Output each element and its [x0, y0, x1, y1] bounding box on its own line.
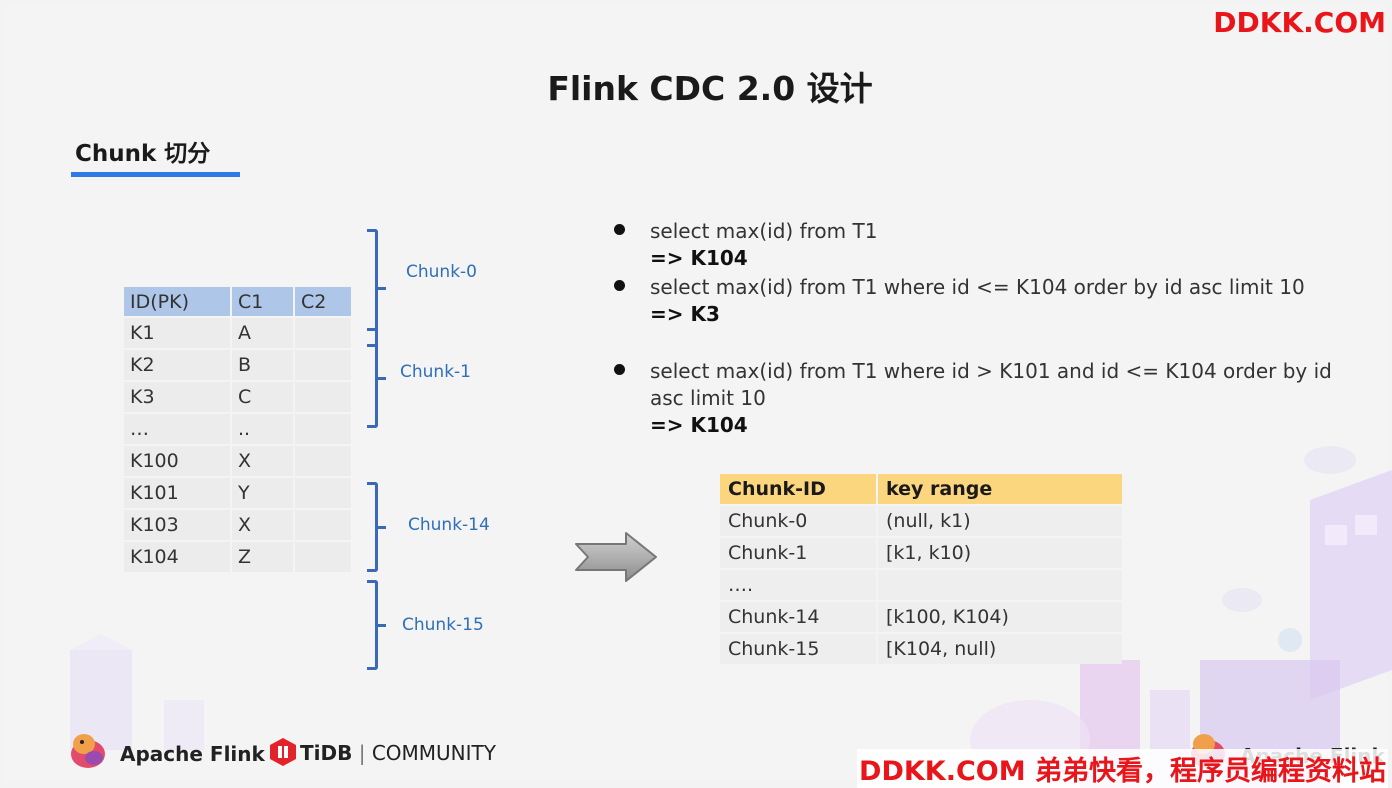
table-row: …..	[124, 414, 351, 444]
cell-id: K104	[124, 542, 230, 572]
cell-key-range: [K104, null)	[878, 634, 1122, 664]
slide-title: Flink CDC 2.0 设计	[547, 69, 873, 108]
header-c1: C1	[232, 287, 293, 316]
apache-flink-logo-icon	[71, 734, 105, 768]
bracket-tick	[377, 526, 386, 529]
cell-c1: X	[232, 446, 293, 476]
cell-chunk-id: ….	[720, 570, 878, 600]
query-result: => K104	[650, 413, 748, 437]
cell-key-range	[878, 570, 1122, 600]
header-chunk-id: Chunk-ID	[720, 474, 878, 504]
chunk-15-bracket	[367, 580, 386, 670]
query-line: select max(id) from T1	[650, 219, 878, 243]
bracket-tick	[377, 287, 386, 290]
query-line: select max(id) from T1 where id <= K104 …	[650, 275, 1305, 299]
cell-c1: X	[232, 510, 293, 540]
cell-id: K100	[124, 446, 230, 476]
tidb-logo-icon	[270, 738, 296, 766]
cell-c2	[295, 318, 351, 348]
watermark-bottom: DDKK.COM 弟弟快看，程序员编程资料站	[857, 749, 1388, 788]
cell-c2	[295, 350, 351, 380]
subtitle-underline	[71, 172, 240, 177]
cell-key-range: [k100, K104)	[878, 602, 1122, 632]
query-result: => K3	[650, 302, 720, 326]
header-key-range: key range	[878, 474, 1122, 504]
decorative-buildings-left	[70, 634, 204, 750]
bullet-dot-icon	[614, 224, 625, 235]
chunk-15-label: Chunk-15	[402, 615, 484, 635]
cell-chunk-id: Chunk-15	[720, 634, 878, 664]
cell-chunk-id: Chunk-14	[720, 602, 878, 632]
header-c2: C2	[295, 287, 351, 316]
chunk-14-bracket	[367, 482, 386, 572]
watermark-top: DDKK.COM	[1213, 6, 1386, 39]
cell-c2	[295, 414, 351, 444]
tidb-community: COMMUNITY	[371, 741, 496, 765]
table-row: Chunk-1[k1, k10)	[720, 538, 1122, 568]
cell-c1: B	[232, 350, 293, 380]
cell-c2	[295, 382, 351, 412]
table-row: Chunk-14[k100, K104)	[720, 602, 1122, 632]
chunk-range-table: Chunk-ID key range Chunk-0(null, k1) Chu…	[720, 472, 1122, 666]
chunk-0-bracket	[367, 229, 386, 347]
tidb-community-label: TiDB | COMMUNITY	[300, 741, 496, 765]
bracket-tick	[377, 377, 386, 380]
table-header-row: Chunk-ID key range	[720, 474, 1122, 504]
query-result: => K104	[650, 246, 748, 270]
apache-flink-label: Apache Flink	[120, 742, 265, 766]
cell-c1: ..	[232, 414, 293, 444]
chunk-14-label: Chunk-14	[408, 515, 490, 535]
table-row: ….	[720, 570, 1122, 600]
bullet-text: select max(id) from T1 where id <= K104 …	[650, 274, 1305, 328]
cell-chunk-id: Chunk-1	[720, 538, 878, 568]
tidb-brand: TiDB	[300, 741, 353, 765]
cell-c2	[295, 478, 351, 508]
cell-id: K101	[124, 478, 230, 508]
cell-id: K2	[124, 350, 230, 380]
query-line: select max(id) from T1 where id > K101 a…	[650, 359, 1332, 383]
query-line: asc limit 10	[650, 386, 766, 410]
table-header-row: ID(PK) C1 C2	[124, 287, 351, 316]
cell-key-range: (null, k1)	[878, 506, 1122, 536]
tidb-separator: |	[358, 741, 366, 765]
bracket-tick	[377, 624, 386, 627]
chunk-0-label: Chunk-0	[406, 262, 477, 282]
cell-c1: C	[232, 382, 293, 412]
bullet-text: select max(id) from T1 => K104	[650, 218, 877, 272]
table-row: Chunk-15[K104, null)	[720, 634, 1122, 664]
bullet-dot-icon	[614, 364, 625, 375]
cell-id: K1	[124, 318, 230, 348]
cell-c1: Z	[232, 542, 293, 572]
chunk-1-label: Chunk-1	[400, 362, 471, 382]
cell-key-range: [k1, k10)	[878, 538, 1122, 568]
header-id: ID(PK)	[124, 287, 230, 316]
bullet-dot-icon	[614, 280, 625, 291]
cell-id: K3	[124, 382, 230, 412]
cell-id: …	[124, 414, 230, 444]
cell-c2	[295, 510, 351, 540]
cell-c2	[295, 446, 351, 476]
cell-id: K103	[124, 510, 230, 540]
chunk-1-bracket	[367, 328, 386, 428]
bullet-text: select max(id) from T1 where id > K101 a…	[650, 358, 1332, 439]
cell-c2	[295, 542, 351, 572]
table-row: Chunk-0(null, k1)	[720, 506, 1122, 536]
cell-chunk-id: Chunk-0	[720, 506, 878, 536]
right-arrow-icon	[575, 532, 657, 582]
cell-c1: Y	[232, 478, 293, 508]
cell-c1: A	[232, 318, 293, 348]
slide-subtitle: Chunk 切分	[75, 141, 211, 167]
